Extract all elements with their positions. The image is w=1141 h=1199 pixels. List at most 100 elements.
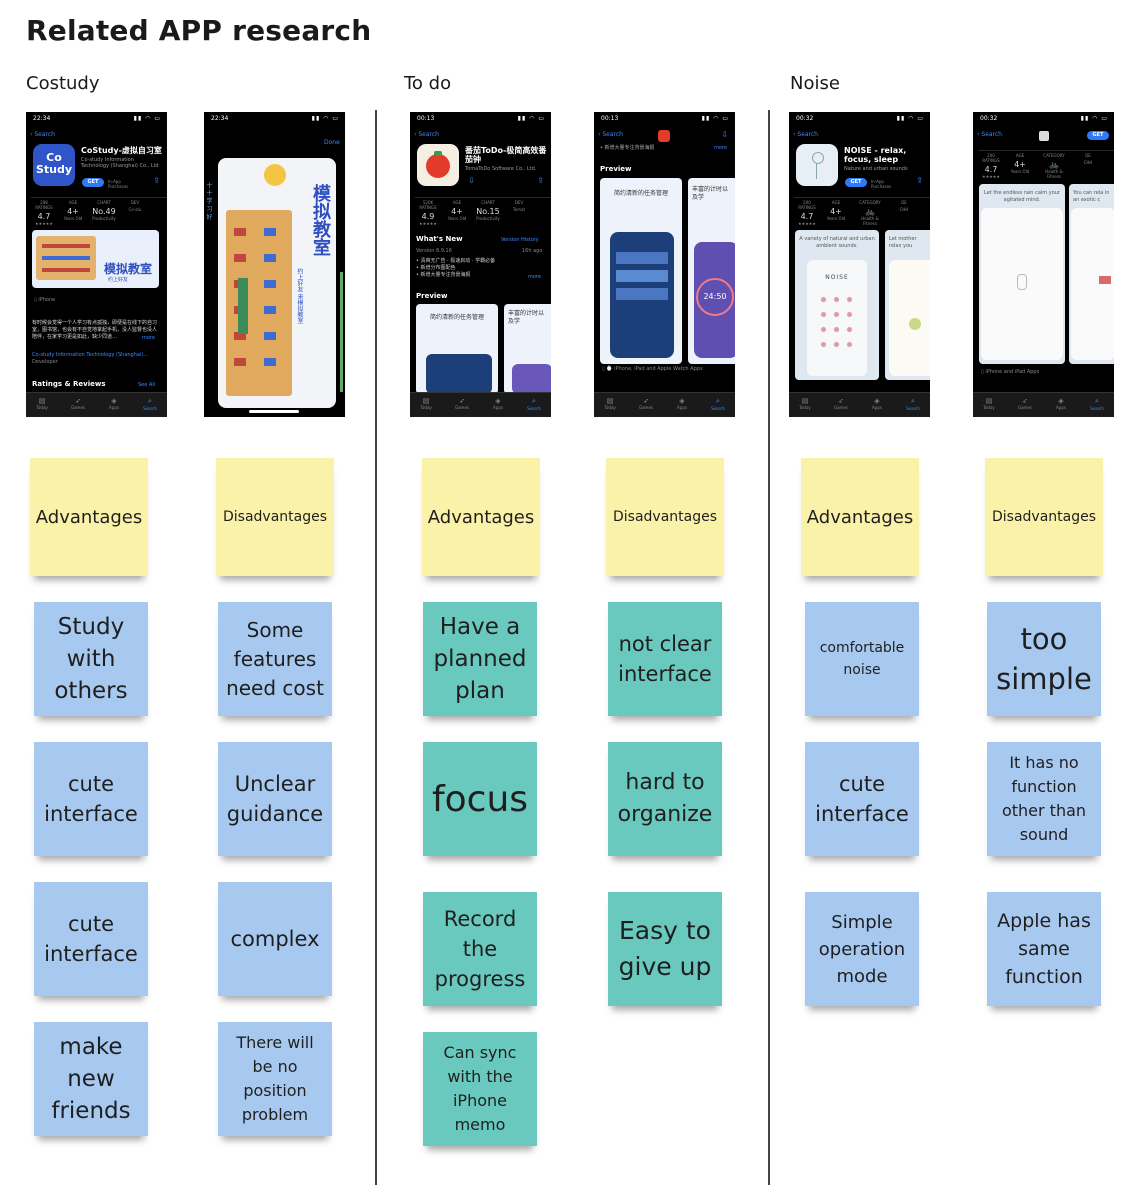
screenshot-todo-preview: 00:13▮▮ ◠ ▭ ‹ Search ⇩ • 新增大量专注背景海报 more… <box>594 112 735 417</box>
get-button[interactable]: GET <box>1087 131 1109 140</box>
noise-logo: NOISE <box>825 274 849 281</box>
status-time: 22:34 <box>211 115 229 122</box>
tomato-icon <box>426 154 450 178</box>
release-note: • 新增大量专注背景海报 <box>600 145 655 151</box>
sticky-note: Can sync with the iPhone memo <box>423 1032 537 1146</box>
preview-image: 模拟教室 约上好友 来模拟教室 <box>218 158 336 408</box>
rocket-icon: ➶ <box>75 397 81 405</box>
tab-search[interactable]: ⌕Search <box>140 397 160 411</box>
sticky-note: cute interface <box>34 882 148 996</box>
noise-app-icon <box>1039 131 1049 141</box>
phone-mockup <box>981 208 1063 360</box>
get-button[interactable]: GET <box>845 178 867 187</box>
sticky-note: Record the progress <box>423 892 537 1006</box>
more-link[interactable]: more <box>714 145 727 151</box>
sticky-note-header: Advantages <box>801 458 919 576</box>
tab-today[interactable]: ▤Today <box>600 397 620 410</box>
preview-caption: Let mother relax you <box>889 236 917 249</box>
rocket-icon: ➶ <box>459 397 465 405</box>
download-icon[interactable]: ⇩ <box>468 176 475 185</box>
tab-games[interactable]: ➶Games <box>636 397 656 410</box>
tab-search[interactable]: ⌕Search <box>708 397 728 411</box>
tab-search[interactable]: ⌕Search <box>524 397 544 411</box>
house-illustration <box>1099 276 1111 284</box>
back-link[interactable]: ‹ Search <box>414 131 439 138</box>
device-label: ▯ ⌚ iPhone, iPad and Apple Watch Apps <box>602 366 703 372</box>
sticky-note-header: Advantages <box>422 458 540 576</box>
today-icon: ▤ <box>801 397 809 405</box>
developer-link[interactable]: Co-study Information Technology (Shangha… <box>32 352 149 358</box>
tab-today[interactable]: ▤Today <box>979 397 999 410</box>
preview-shot: 简约清新的任务管理 <box>416 304 498 394</box>
app-developer: Co-study Information Technology (Shangha… <box>81 157 159 169</box>
preview-shot: Let mother relax you <box>885 230 930 380</box>
see-all-link[interactable]: See All <box>138 382 156 388</box>
done-button[interactable]: Done <box>324 139 340 146</box>
tab-games[interactable]: ➶Games <box>452 397 472 410</box>
back-link[interactable]: ‹ Search <box>598 131 623 138</box>
search-icon: ⌕ <box>148 397 152 405</box>
back-link[interactable]: ‹ Search <box>30 131 55 138</box>
page-title: Related APP research <box>26 14 372 47</box>
preview-shot: 丰富的计时以及学 <box>504 304 551 394</box>
tab-today[interactable]: ▤Today <box>32 397 52 410</box>
sticky-note: cute interface <box>805 742 919 856</box>
tab-today[interactable]: ▤Today <box>795 397 815 410</box>
tab-apps[interactable]: ◈Apps <box>104 397 124 410</box>
tab-games[interactable]: ➶Games <box>68 397 88 410</box>
share-icon[interactable]: ⇪ <box>537 176 544 185</box>
signal-icon: ▮▮ ◠ ▭ <box>133 115 161 122</box>
share-icon[interactable]: ⇪ <box>153 176 160 185</box>
back-link[interactable]: ‹ Search <box>977 131 1002 138</box>
download-icon[interactable]: ⇩ <box>721 130 728 139</box>
noise-app-icon <box>796 144 838 186</box>
task-card <box>616 288 668 300</box>
task-card <box>616 252 668 264</box>
preview-shot: 简约清新的任务管理 <box>600 178 682 364</box>
search-icon: ⌕ <box>532 397 536 405</box>
tab-apps[interactable]: ◈Apps <box>1051 397 1071 410</box>
tab-apps[interactable]: ◈Apps <box>672 397 692 410</box>
sticky-note: Study with others <box>34 602 148 716</box>
more-link[interactable]: more <box>528 274 541 280</box>
share-icon[interactable]: ⇪ <box>916 176 923 185</box>
release-notes: • 清爽无广告 · 极速启动 · 学霸必备 • 新增分布图配色 • 新增大量专注… <box>416 258 496 278</box>
app-description: 有时候会觉得一个人学习有点孤独，即便是在线下的自习室，图书馆，也会有不自觉地掌起… <box>32 320 158 340</box>
desk-row <box>42 256 90 260</box>
tomato-app-icon <box>417 144 459 186</box>
timer-display: 24:50 <box>696 278 734 316</box>
phone-mockup <box>512 364 551 394</box>
tab-apps[interactable]: ◈Apps <box>488 397 508 410</box>
section-label-costudy: Costudy <box>26 73 100 94</box>
layers-icon: ◈ <box>1058 397 1064 405</box>
layers-icon: ◈ <box>495 397 501 405</box>
version-history-link[interactable]: Version History <box>501 237 539 243</box>
back-label: Search <box>34 131 55 138</box>
figure-body <box>816 163 817 179</box>
screenshot-costudy-store: 22:34▮▮ ◠ ▭ ‹ Search Co Study CoStudy-虚拟… <box>26 112 167 417</box>
device-label: ▯ iPhone and iPad Apps <box>981 369 1040 375</box>
tab-search[interactable]: ⌕Search <box>903 397 923 411</box>
icon-text: Co Study <box>36 151 73 176</box>
sticky-note: make new friends <box>34 1022 148 1136</box>
tab-games[interactable]: ➶Games <box>1015 397 1035 410</box>
sticky-note: Have a planned plan <box>423 602 537 716</box>
status-time: 00:32 <box>980 115 998 122</box>
sticky-note-header: Advantages <box>30 458 148 576</box>
sticky-note: focus <box>423 742 537 856</box>
preview-heading: Preview <box>600 165 632 173</box>
get-button[interactable]: GET <box>82 178 104 187</box>
tomato-icon <box>658 130 670 142</box>
more-link[interactable]: more <box>142 335 155 341</box>
tab-today[interactable]: ▤Today <box>416 397 436 410</box>
tab-apps[interactable]: ◈Apps <box>867 397 887 410</box>
task-card <box>616 270 668 282</box>
tab-search[interactable]: ⌕Search <box>1087 397 1107 411</box>
tab-games[interactable]: ➶Games <box>831 397 851 410</box>
back-link[interactable]: ‹ Search <box>793 131 818 138</box>
ratings-heading: Ratings & Reviews <box>32 380 106 388</box>
tomato-leaf <box>434 151 442 156</box>
